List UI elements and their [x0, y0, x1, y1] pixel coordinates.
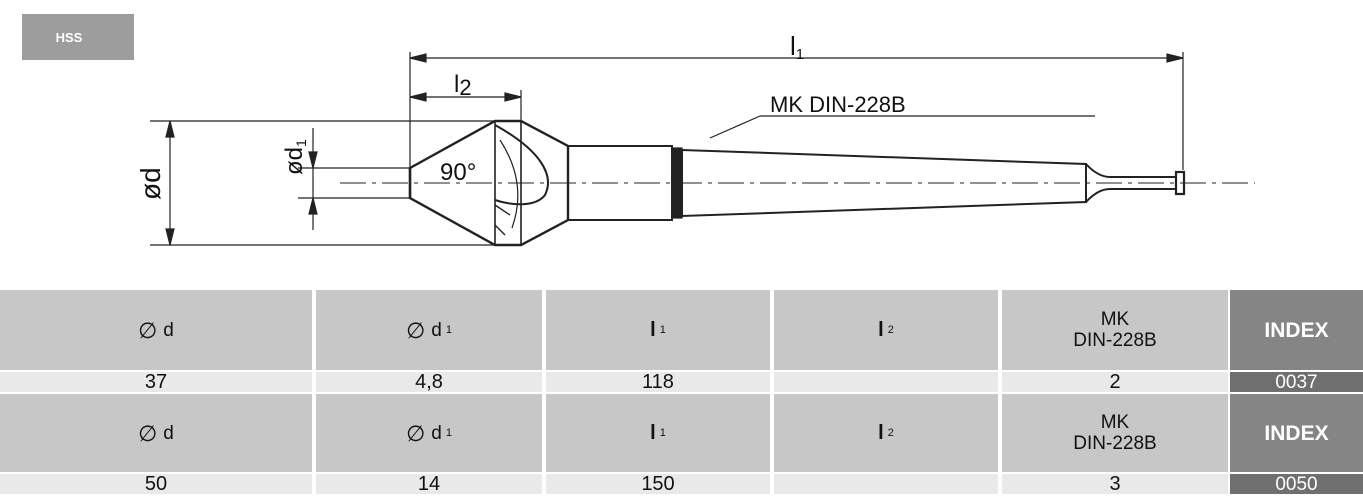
- cell-l2: [774, 372, 998, 392]
- cell-mk: 2: [1002, 371, 1228, 392]
- countersink-drawing: l1 l2 MK DIN-228B 90° ød ød1: [135, 31, 1255, 247]
- d1-label: ød1: [281, 139, 309, 175]
- header-index: INDEX: [1230, 394, 1363, 472]
- taper-label: MK DIN-228B: [770, 92, 906, 117]
- header-mk: MK DIN-228B: [1002, 394, 1228, 472]
- cell-l1: 118: [546, 371, 770, 392]
- cell-index: 0037: [1230, 372, 1363, 393]
- table-row: 50 14 150 3 0050: [0, 473, 1363, 495]
- d-label: ød: [135, 167, 166, 200]
- cell-d: 50: [0, 473, 312, 494]
- cell-d1: 4,8: [316, 371, 542, 392]
- material-badge: HSS: [22, 14, 134, 60]
- header-mk: MK DIN-228B: [1002, 290, 1228, 370]
- header-d: ∅d: [0, 290, 312, 370]
- header-index: INDEX: [1230, 290, 1363, 370]
- flute-outline: [494, 124, 549, 206]
- cell-d: 37: [0, 371, 312, 392]
- header-d: ∅d: [0, 394, 312, 472]
- table-row: 37 4,8 118 2 0037: [0, 371, 1363, 393]
- l1-label: l1: [790, 31, 804, 63]
- cell-mk: 3: [1002, 473, 1228, 494]
- cell-index: 0050: [1230, 474, 1363, 495]
- angle-label: 90°: [440, 159, 476, 186]
- taper-leader-line: [709, 115, 761, 139]
- cell-d1: 14: [316, 473, 542, 494]
- cell-l2: [774, 474, 998, 494]
- shank-collar: [671, 147, 683, 219]
- cell-l1: 150: [546, 473, 770, 494]
- angle-arc: [499, 139, 519, 229]
- l2-label: l2: [454, 71, 472, 100]
